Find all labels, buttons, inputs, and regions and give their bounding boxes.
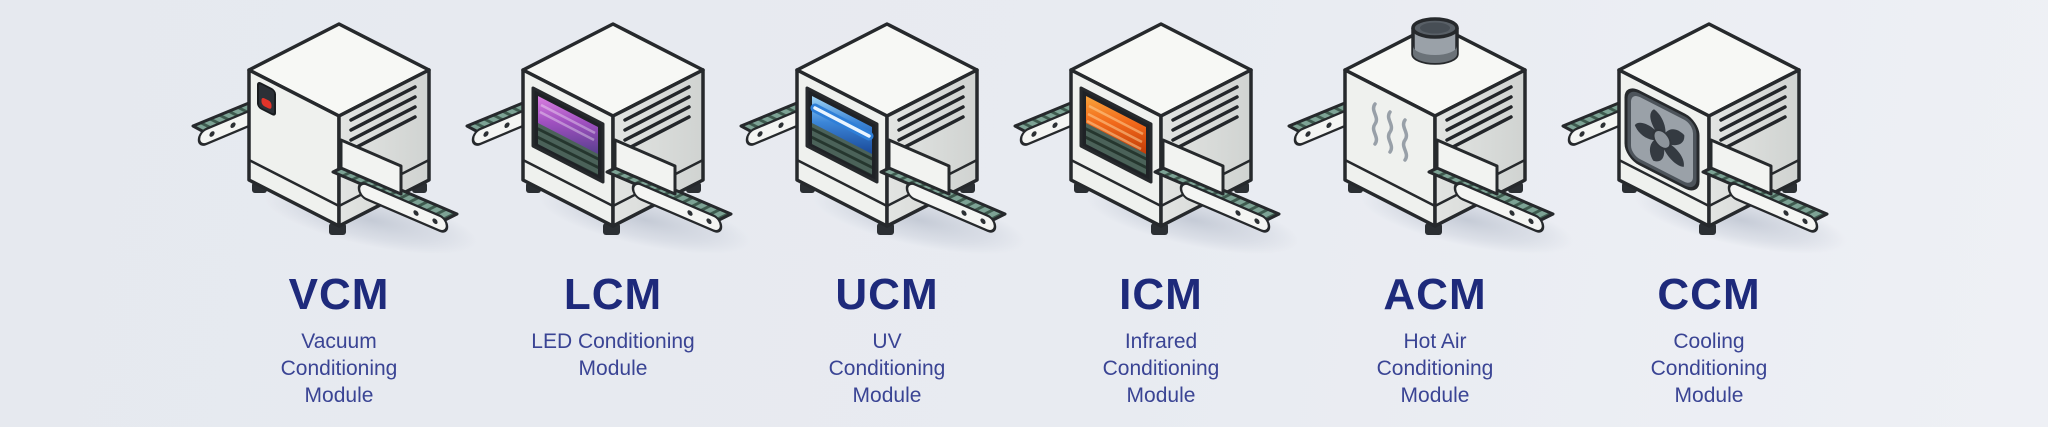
- machine-svg: [1013, 22, 1299, 254]
- conveyor-belt-right: [879, 138, 1007, 233]
- module-name-line: Module: [852, 384, 922, 407]
- module-acronym: ICM: [1119, 270, 1203, 319]
- module-name-line: Module: [304, 384, 374, 407]
- machine-illustration: [1013, 6, 1299, 258]
- module-name-line: Module: [1674, 384, 1744, 407]
- glow-window: [1079, 86, 1153, 184]
- module-acronym: UCM: [835, 270, 939, 319]
- machine-illustration: [465, 6, 751, 258]
- module-name-line: UV: [872, 330, 902, 353]
- belt-exit-hood: [887, 138, 951, 196]
- module-name-line: Conditioning: [1102, 357, 1220, 380]
- module-acronym: CCM: [1657, 270, 1761, 319]
- belt-exit-hood: [1161, 138, 1225, 196]
- machine-illustration: [1287, 6, 1573, 258]
- machine-svg: [191, 22, 477, 254]
- vent-lines: [897, 85, 965, 152]
- uv-lamp: [810, 96, 874, 154]
- belt-exit-hood: [1435, 138, 1499, 196]
- machine-svg: [465, 22, 751, 254]
- vent-lines: [623, 85, 691, 152]
- module-name-line: Conditioning: [1650, 357, 1768, 380]
- chimney: [1371, 17, 1459, 162]
- conveyor-belt-right: [1427, 138, 1555, 233]
- module-name-line: Vacuum: [301, 330, 377, 353]
- module-name-line: Conditioning: [280, 357, 398, 380]
- machine-illustration: [191, 6, 477, 258]
- module-name-line: Hot Air: [1403, 330, 1467, 353]
- cooling-fan: [1624, 88, 1700, 191]
- machine-svg: [1561, 22, 1847, 254]
- module-name-line: Module: [1400, 384, 1470, 407]
- module-name-line: Cooling: [1673, 330, 1745, 353]
- module-name-line: Module: [1126, 384, 1196, 407]
- vent-lines: [1445, 85, 1513, 152]
- conveyor-belt-right: [331, 138, 459, 233]
- machine-illustration: [1561, 6, 1847, 258]
- belt-exit-hood: [339, 138, 403, 196]
- power-button: [257, 82, 276, 116]
- module-name-line: Infrared: [1124, 330, 1198, 353]
- infrared-elements: [1086, 96, 1146, 154]
- machine-svg: [1287, 17, 1573, 254]
- module-name-line: LED Conditioning: [531, 330, 695, 353]
- machine-illustration: [739, 6, 1025, 258]
- conveyor-belt-right: [1153, 138, 1281, 233]
- vent-lines: [1719, 85, 1787, 152]
- glow-window: [531, 86, 605, 184]
- conveyor-belt-right: [1701, 138, 1829, 233]
- vent-lines: [349, 85, 417, 152]
- belt-exit-hood: [1709, 138, 1773, 196]
- module-acronym: VCM: [288, 270, 390, 319]
- steam-lines: [1371, 102, 1409, 162]
- vent-lines: [1171, 85, 1239, 152]
- glow-window: [805, 86, 879, 184]
- module-name-line: Conditioning: [828, 357, 946, 380]
- machine-svg: [739, 22, 1025, 254]
- module-name-line: Module: [578, 357, 648, 380]
- module-name-line: Conditioning: [1376, 357, 1494, 380]
- belt-exit-hood: [613, 138, 677, 196]
- led-glow: [538, 96, 598, 154]
- module-acronym: ACM: [1383, 270, 1487, 319]
- module-acronym: LCM: [563, 270, 663, 319]
- conveyor-belt-right: [605, 138, 733, 233]
